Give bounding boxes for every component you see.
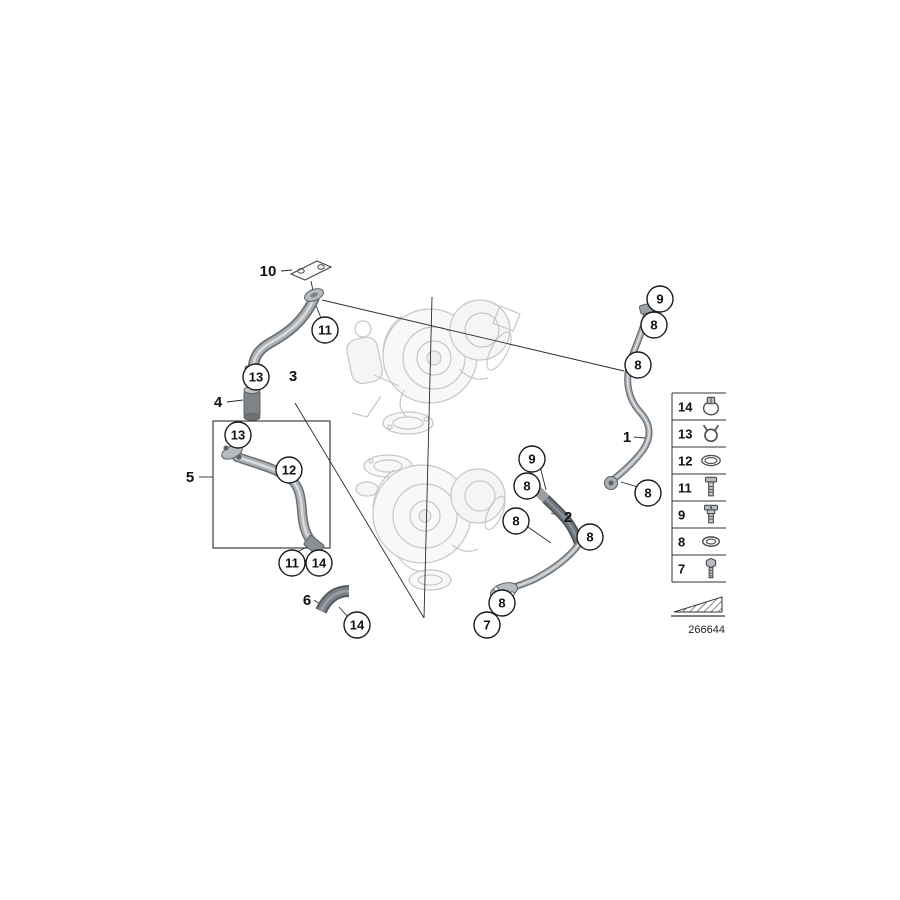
item-number: 2 (564, 509, 572, 526)
item-label-2[interactable]: 2 (564, 509, 572, 526)
callout-label: 13 (249, 370, 263, 385)
legend-row-label: 11 (678, 481, 692, 496)
callout-label: 9 (528, 452, 535, 467)
item-label-4[interactable]: 4 (214, 394, 223, 411)
callout-label: 14 (312, 556, 327, 571)
callout-13[interactable]: 13 (243, 364, 269, 390)
callout-label: 8 (650, 318, 657, 333)
callout-7[interactable]: 7 (474, 612, 500, 638)
callout-label: 8 (498, 596, 505, 611)
item-label-5[interactable]: 5 (186, 469, 194, 486)
diagram-number: 266644 (688, 624, 725, 636)
item-number: 4 (214, 394, 223, 411)
legend-row-label: 12 (678, 454, 692, 469)
legend-row-label: 8 (678, 535, 685, 550)
callout-label: 8 (523, 479, 530, 494)
item-number: 10 (260, 263, 277, 280)
item-label-10[interactable]: 10 (260, 263, 277, 280)
orientation-symbol (671, 597, 725, 616)
screw-icon (706, 558, 715, 577)
legend-row-label: 9 (678, 508, 685, 523)
legend-row-label: 7 (678, 562, 685, 577)
clamp-icon (704, 425, 719, 441)
item-label-3[interactable]: 3 (289, 368, 297, 385)
banjo-bolt-icon (705, 477, 716, 495)
callout-label: 8 (586, 530, 593, 545)
callout-8[interactable]: 8 (489, 590, 515, 616)
gasket-icon (702, 455, 720, 465)
callout-label: 12 (282, 463, 296, 478)
callout-14[interactable]: 14 (306, 550, 332, 576)
callout-8[interactable]: 8 (577, 524, 603, 550)
callout-8[interactable]: 8 (625, 352, 651, 378)
legend-row-11[interactable]: 11 (672, 474, 726, 496)
part-5-oil-return-pipe (219, 442, 324, 555)
callout-11[interactable]: 11 (279, 550, 305, 576)
part-10-gasket (291, 261, 331, 280)
legend-row-label: 14 (678, 400, 693, 415)
callout-label: 13 (231, 428, 245, 443)
item-number: 3 (289, 368, 297, 385)
callout-label: 7 (483, 618, 490, 633)
callout-label: 8 (644, 486, 651, 501)
item-number: 6 (303, 592, 311, 609)
seal-ring-icon (703, 537, 720, 546)
hollow-screw-icon (705, 505, 718, 523)
callout-8[interactable]: 8 (641, 312, 667, 338)
callout-9[interactable]: 9 (647, 286, 673, 312)
callout-label: 8 (634, 358, 641, 373)
turbocharger-lower-ghost (356, 455, 509, 590)
callout-label: 14 (350, 618, 365, 633)
callout-8[interactable]: 8 (635, 480, 661, 506)
callout-8[interactable]: 8 (514, 473, 540, 499)
legend-row-label: 13 (678, 427, 692, 442)
hose-clamp-icon (704, 397, 719, 415)
legend-row-13[interactable]: 13 (672, 420, 726, 442)
hatched-wedge-icon (674, 597, 722, 612)
part-6-hose (321, 591, 349, 611)
legend-row-7[interactable]: 7 (672, 555, 726, 578)
callout-label: 8 (512, 514, 519, 529)
callout-11[interactable]: 11 (312, 317, 338, 343)
callout-label: 11 (318, 323, 332, 338)
callout-8[interactable]: 8 (503, 508, 529, 534)
callout-label: 11 (285, 556, 299, 571)
turbocharger-upper-ghost (345, 300, 520, 434)
callout-label: 9 (656, 292, 663, 307)
legend-row-12[interactable]: 12 (672, 447, 726, 469)
part-2-oil-hose (538, 491, 579, 543)
item-number: 5 (186, 469, 194, 486)
callout-12[interactable]: 12 (276, 457, 302, 483)
legend-row-8[interactable]: 8 (672, 528, 726, 550)
legend-row-14[interactable]: 14 (672, 393, 726, 415)
callout-13[interactable]: 13 (225, 422, 251, 448)
legend-table: 14 13 12 11 9 8 7 (672, 393, 726, 582)
callout-14[interactable]: 14 (344, 612, 370, 638)
part-4-connector (244, 387, 260, 421)
legend-row-9[interactable]: 9 (672, 501, 726, 523)
callout-9[interactable]: 9 (519, 446, 545, 472)
item-number: 1 (623, 429, 631, 446)
item-label-6[interactable]: 6 (303, 592, 311, 609)
item-label-1[interactable]: 1 (623, 429, 631, 446)
